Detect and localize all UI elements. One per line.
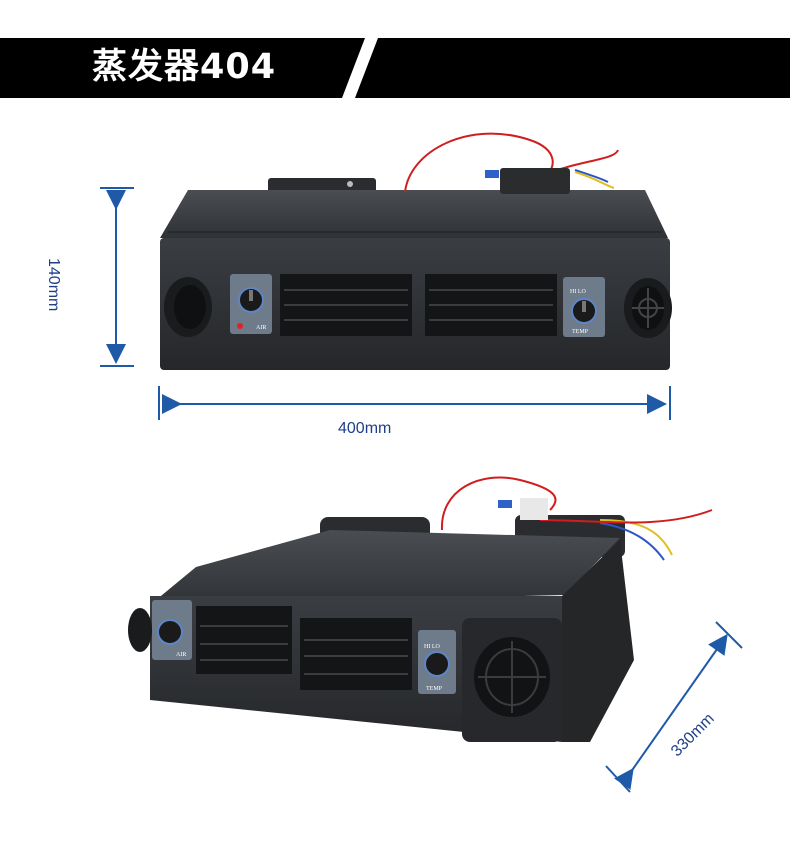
temp-label: TEMP [572, 329, 589, 335]
angled-air-speed-panel: AIR [152, 600, 192, 660]
angled-view-unit: AIR HI LO TEMP [128, 476, 713, 742]
angled-temp-label: TEMP [426, 686, 443, 692]
front-louvers [280, 274, 557, 336]
left-round-vent [164, 277, 212, 337]
angled-hi-lo-label: HI LO [424, 644, 440, 650]
temperature-panel: HI LO TEMP [563, 277, 605, 337]
air-speed-panel: AIR [230, 274, 272, 334]
depth-dimension-arrow [605, 621, 743, 793]
angled-air-label: AIR [176, 652, 186, 658]
hi-lo-label: HI LO [570, 289, 586, 295]
front-view-unit: AIR HI LO TEMP [160, 132, 672, 370]
title-banner [0, 38, 790, 98]
air-label: AIR [256, 325, 266, 331]
width-dimension-arrow [158, 386, 671, 420]
angled-temperature-panel: HI LO TEMP [418, 630, 456, 694]
height-label: 140mm [45, 258, 62, 312]
right-round-vent [624, 278, 672, 338]
height-dimension-arrow [100, 187, 134, 367]
page-title: 蒸发器404 [92, 47, 277, 87]
width-label: 400mm [338, 420, 392, 437]
relay-module [500, 168, 570, 194]
